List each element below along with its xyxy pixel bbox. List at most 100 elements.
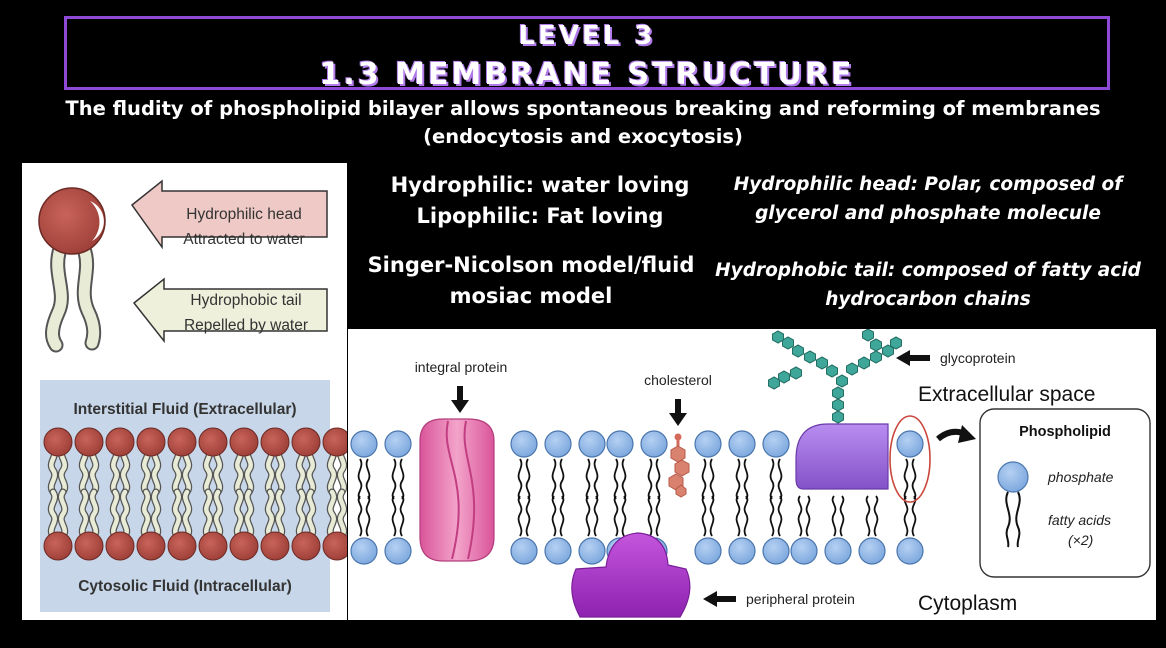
sugar-unit xyxy=(790,366,802,380)
tail-label-line-1: Hydrophobic tail xyxy=(190,292,301,309)
tail-label-arrow: Hydrophobic tail Repelled by water xyxy=(132,277,328,344)
legend-title: Phospholipid xyxy=(1019,424,1111,440)
phospholipid-head xyxy=(694,430,722,458)
phospholipid-head xyxy=(544,430,572,458)
sugar-unit xyxy=(772,330,784,344)
sugar-unit xyxy=(858,356,870,370)
model-block: Singer-Nicolson model/fluid mosiac model xyxy=(356,250,706,312)
bilayer-head-top xyxy=(229,427,259,457)
head-label-line-1: Hydrophilic head xyxy=(186,206,301,223)
tail-note-line-2: hydrocarbon chains xyxy=(825,289,1031,310)
membrane-svg: integral protein cholesterol glycoprote xyxy=(350,328,1151,618)
bilayer-head-top xyxy=(74,427,104,457)
integral-protein xyxy=(419,418,495,562)
model-line-2: mosiac model xyxy=(449,284,613,308)
bilayer-head-top xyxy=(198,427,228,457)
extracellular-space-label: Extracellular space xyxy=(918,383,1095,406)
head-note: Hydrophilic head: Polar, composed of gly… xyxy=(716,170,1140,228)
tail-label-line-2: Repelled by water xyxy=(184,317,308,334)
title-topic: 1.3 MEMBRANE STRUCTURE xyxy=(319,57,855,92)
sugar-unit xyxy=(778,370,790,384)
sugar-unit xyxy=(870,350,882,364)
bilayer-head-bottom xyxy=(260,531,290,561)
sugar-unit xyxy=(862,328,874,342)
head-label-line-2: Attracted to water xyxy=(183,231,304,248)
peripheral-protein xyxy=(571,532,691,618)
sugar-unit xyxy=(768,376,780,390)
interstitial-fluid-label: Interstitial Fluid (Extracellular) xyxy=(73,401,296,418)
phospholipid-head xyxy=(762,537,790,565)
head-note-line-2: glycerol and phosphate molecule xyxy=(755,203,1101,224)
bilayer-head-top xyxy=(105,427,135,457)
phospholipid-head xyxy=(896,430,924,458)
legend-phosphate-icon xyxy=(997,461,1029,493)
cytosolic-fluid-label: Cytosolic Fluid (Intracellular) xyxy=(78,578,292,595)
bilayer-head-bottom xyxy=(167,531,197,561)
sugar-unit xyxy=(870,338,882,352)
glycoprotein xyxy=(768,328,902,490)
glycoprotein-sugar-chain xyxy=(768,328,902,424)
phospholipid-head xyxy=(578,537,606,565)
legend-phosphate-label: phosphate xyxy=(1047,469,1114,485)
sugar-unit xyxy=(832,398,844,412)
bilayer-head-bottom xyxy=(198,531,228,561)
phospholipid-head xyxy=(350,537,378,565)
phospholipid-head xyxy=(896,537,924,565)
left-bilayer xyxy=(43,427,352,561)
bilayer-head-bottom xyxy=(136,531,166,561)
phospholipid-head xyxy=(824,537,852,565)
phospholipid-head xyxy=(384,430,412,458)
sugar-unit xyxy=(782,336,794,350)
phospholipid-head xyxy=(510,430,538,458)
integral-protein-label: integral protein xyxy=(415,359,508,375)
cytoplasm-label: Cytoplasm xyxy=(918,592,1017,615)
bilayer-head-bottom xyxy=(229,531,259,561)
subtitle-line-1: The fludity of phospholipid bilayer allo… xyxy=(65,97,1101,120)
membrane-lipids xyxy=(350,430,924,565)
phospholipid-molecule-icon xyxy=(38,187,106,353)
glycoprotein-arrow-icon xyxy=(896,350,930,366)
glycoprotein-label: glycoprotein xyxy=(940,350,1016,366)
sugar-unit xyxy=(832,386,844,400)
integral-protein-arrow-icon xyxy=(451,386,469,413)
tail-note: Hydrophobic tail: composed of fatty acid… xyxy=(708,256,1148,314)
legend-fatty-label: fatty acids xyxy=(1048,512,1111,528)
phospholipid-head xyxy=(384,537,412,565)
title-box: LEVEL 3 1.3 MEMBRANE STRUCTURE xyxy=(64,16,1110,92)
sugar-unit xyxy=(804,350,816,364)
peripheral-protein-label: peripheral protein xyxy=(746,591,855,607)
sugar-unit xyxy=(816,356,828,370)
cholesterol-label: cholesterol xyxy=(644,372,712,388)
phospholipid-head xyxy=(544,537,572,565)
phospholipid-head xyxy=(728,537,756,565)
sugar-unit xyxy=(826,364,838,378)
definitions-block: Hydrophilic: water loving Lipophilic: Fa… xyxy=(360,170,720,232)
sugar-unit xyxy=(836,374,848,388)
phospholipid-head xyxy=(790,537,818,565)
subtitle-line-2: (endocytosis and exocytosis) xyxy=(423,125,743,148)
cholesterol-arrow-icon xyxy=(669,399,687,426)
cholesterol-molecule xyxy=(668,433,690,498)
tail-note-line-1: Hydrophobic tail: composed of fatty acid xyxy=(715,260,1141,281)
sugar-unit xyxy=(846,362,858,376)
lipophilic-definition: Lipophilic: Fat loving xyxy=(416,204,664,228)
phospholipid-head xyxy=(858,537,886,565)
phospholipid-head xyxy=(762,430,790,458)
bilayer-head-top xyxy=(291,427,321,457)
bilayer-head-top xyxy=(136,427,166,457)
phospholipid-head xyxy=(640,430,668,458)
bilayer-head-bottom xyxy=(322,531,352,561)
head-label-arrow: Hydrophilic head Attracted to water xyxy=(130,179,328,250)
phospholipid-head xyxy=(510,537,538,565)
hydrophilic-definition: Hydrophilic: water loving xyxy=(390,173,690,197)
subtitle: The fludity of phospholipid bilayer allo… xyxy=(40,95,1126,151)
bilayer-head-bottom xyxy=(74,531,104,561)
model-line-1: Singer-Nicolson model/fluid xyxy=(367,253,695,277)
callout-arrow-icon xyxy=(936,425,976,443)
highlight-ellipse xyxy=(889,415,931,503)
phospholipid-legend: Phospholipid phosphate fatty acids (×2) xyxy=(979,408,1151,578)
sugar-unit xyxy=(890,336,902,350)
phospholipid-head xyxy=(606,430,634,458)
membrane-panel: integral protein cholesterol glycoprote xyxy=(348,328,1156,620)
title-level: LEVEL 3 xyxy=(518,21,656,51)
